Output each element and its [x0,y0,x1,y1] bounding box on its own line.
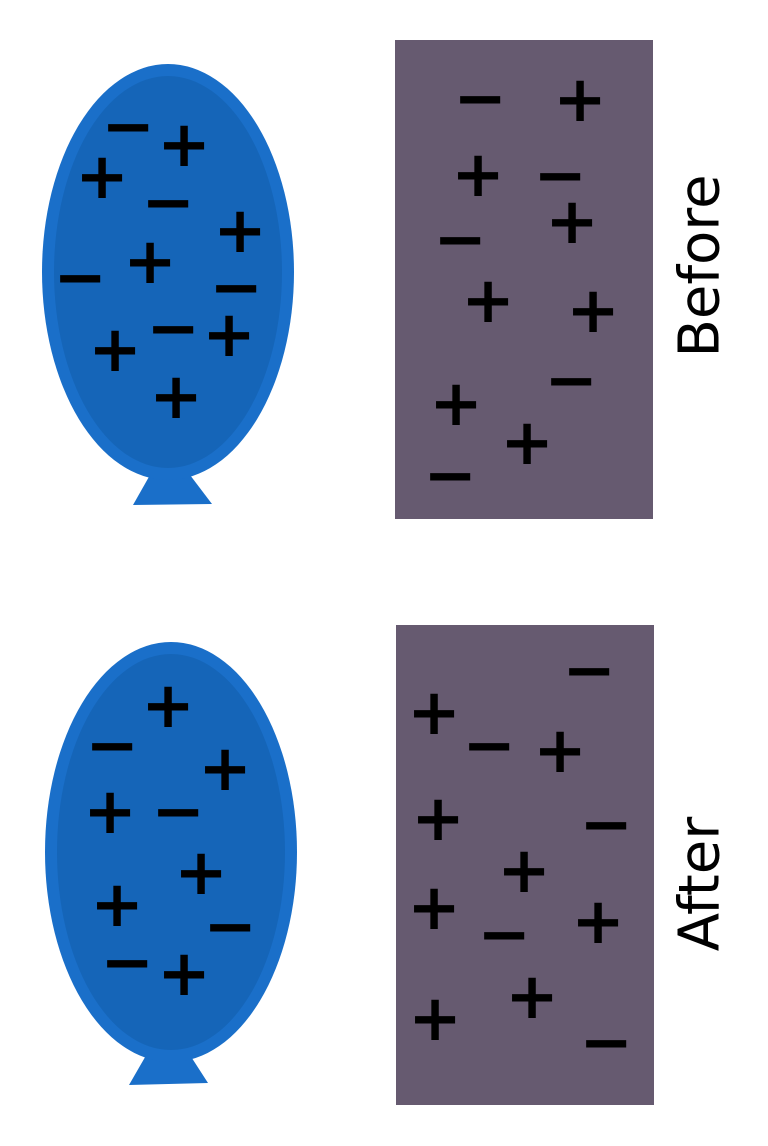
negative-charge: − [533,139,587,213]
after-label: After [668,816,733,951]
balloon-charges: + − + + − + + − − + [83,669,257,1011]
positive-charge: + [83,775,137,849]
negative-charge: − [462,709,516,783]
material-charges: − + + − + − + + − + + − [423,62,620,513]
negative-charge: − [433,203,487,277]
negative-charge: − [209,251,263,325]
balloon-knot [129,1052,208,1085]
material-block [396,625,654,1105]
positive-charge: + [407,676,461,750]
positive-charge: + [545,185,599,259]
balloon-inner [54,76,282,468]
positive-charge: + [407,871,461,945]
negative-charge: − [151,775,205,849]
negative-charge: − [146,292,200,366]
positive-charge: + [571,885,625,959]
negative-charge: − [544,344,598,418]
negative-charge: − [203,890,257,964]
after-balloon: + − + + − + + − − + [45,642,297,1085]
balloon-charges: − + + − + − + − − + + + [53,90,267,434]
negative-charge: − [85,709,139,783]
positive-charge: + [174,836,228,910]
positive-charge: + [157,108,211,182]
positive-charge: + [90,868,144,942]
positive-charge: + [411,782,465,856]
before-panel: − + + − + − + − − + + + − + + − + [42,40,733,519]
negative-charge: − [579,788,633,862]
negative-charge: − [101,90,155,164]
before-material: − + + − + − + + − + + − [395,40,653,519]
positive-charge: + [123,225,177,299]
negative-charge: − [453,62,507,136]
positive-charge: + [461,264,515,338]
positive-charge: + [566,274,620,348]
positive-charge: + [88,313,142,387]
positive-charge: + [408,982,462,1056]
after-material: − + − + + − + + + − + + − [396,625,654,1105]
positive-charge: + [429,367,483,441]
positive-charge: + [553,63,607,137]
negative-charge: − [141,166,195,240]
positive-charge: + [451,138,505,212]
negative-charge: − [53,241,107,315]
positive-charge: + [500,406,554,480]
positive-charge: + [75,140,129,214]
after-panel: + − + + − + + − − + − + − + + − + [45,625,733,1105]
positive-charge: + [149,360,203,434]
negative-charge: − [477,898,531,972]
positive-charge: + [533,714,587,788]
positive-charge: + [497,834,551,908]
before-balloon: − + + − + − + − − + + + [42,64,294,505]
negative-charge: − [423,439,477,513]
positive-charge: + [202,298,256,372]
positive-charge: + [157,937,211,1011]
before-label: Before [668,174,733,357]
negative-charge: − [100,926,154,1000]
positive-charge: + [198,732,252,806]
positive-charge: + [505,960,559,1034]
balloon-inner [57,654,285,1050]
material-charges: − + − + + − + + + − + + − [407,634,633,1080]
positive-charge: + [141,669,195,743]
negative-charge: − [579,1006,633,1080]
balloon-knot [133,475,212,505]
positive-charge: + [213,194,267,268]
material-block [395,40,653,519]
negative-charge: − [562,634,616,708]
